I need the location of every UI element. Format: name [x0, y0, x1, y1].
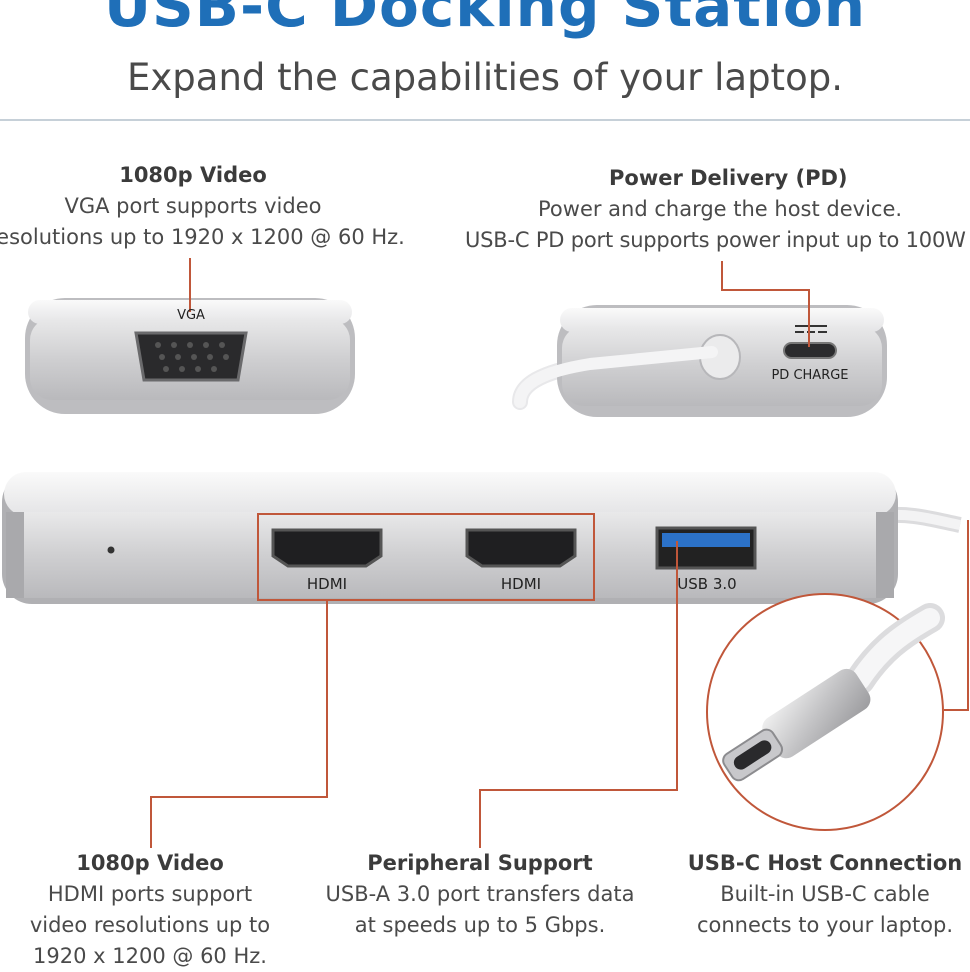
callout-hdmi-heading: 1080p Video: [76, 851, 224, 875]
callout-hdmi-line: HDMI ports support: [47, 882, 253, 906]
callout-usb-heading: Peripheral Support: [367, 851, 593, 875]
callout-pd-line: USB-C PD port supports power input up to…: [465, 228, 966, 252]
hdmi-port-2: [465, 528, 577, 568]
callout-vga: 1080p Video VGA port supports video reso…: [0, 160, 405, 253]
callout-host-line: connects to your laptop.: [696, 913, 954, 937]
callout-host-heading: USB-C Host Connection: [687, 851, 963, 875]
pd-side-view: [512, 305, 887, 417]
callout-pd-heading: Power Delivery (PD): [609, 166, 848, 190]
callout-usb: Peripheral Support USB-A 3.0 port transf…: [310, 848, 650, 941]
pd-port-label: PD CHARGE: [771, 368, 848, 383]
hdmi-port-1: [271, 528, 383, 568]
hdmi-2-label: HDMI: [501, 575, 541, 593]
vga-port-label: VGA: [177, 308, 205, 323]
callout-pd: Power Delivery (PD) Power and charge the…: [465, 163, 970, 256]
callout-host: USB-C Host Connection Built-in USB-C cab…: [680, 848, 970, 941]
page-title: USB-C Docking Station: [103, 0, 867, 40]
usb-c-plug-closeup: [706, 593, 945, 831]
callout-vga-line: VGA port supports video: [64, 194, 322, 218]
callout-pd-line: Power and charge the host device.: [538, 197, 903, 221]
divider: [0, 119, 970, 121]
callout-vga-heading: 1080p Video: [119, 163, 267, 187]
callout-usb-line: at speeds up to 5 Gbps.: [354, 913, 606, 937]
vga-port: [134, 331, 248, 382]
usb-port-label: USB 3.0: [677, 575, 736, 593]
page-subtitle: Expand the capabilities of your laptop.: [127, 56, 843, 99]
callout-hdmi: 1080p Video HDMI ports support video res…: [10, 848, 290, 972]
hdmi-1-label: HDMI: [307, 575, 347, 593]
hub-front-view: [2, 472, 962, 604]
callout-hdmi-line: video resolutions up to: [29, 913, 271, 937]
callout-usb-line: USB-A 3.0 port transfers data: [325, 882, 635, 906]
vga-side-view: [25, 298, 355, 414]
callout-lines: [150, 258, 969, 848]
callout-host-line: Built-in USB-C cable: [720, 882, 930, 906]
callout-hdmi-line: 1920 x 1200 @ 60 Hz.: [33, 944, 267, 968]
callout-vga-line: resolutions up to 1920 x 1200 @ 60 Hz.: [0, 225, 405, 249]
